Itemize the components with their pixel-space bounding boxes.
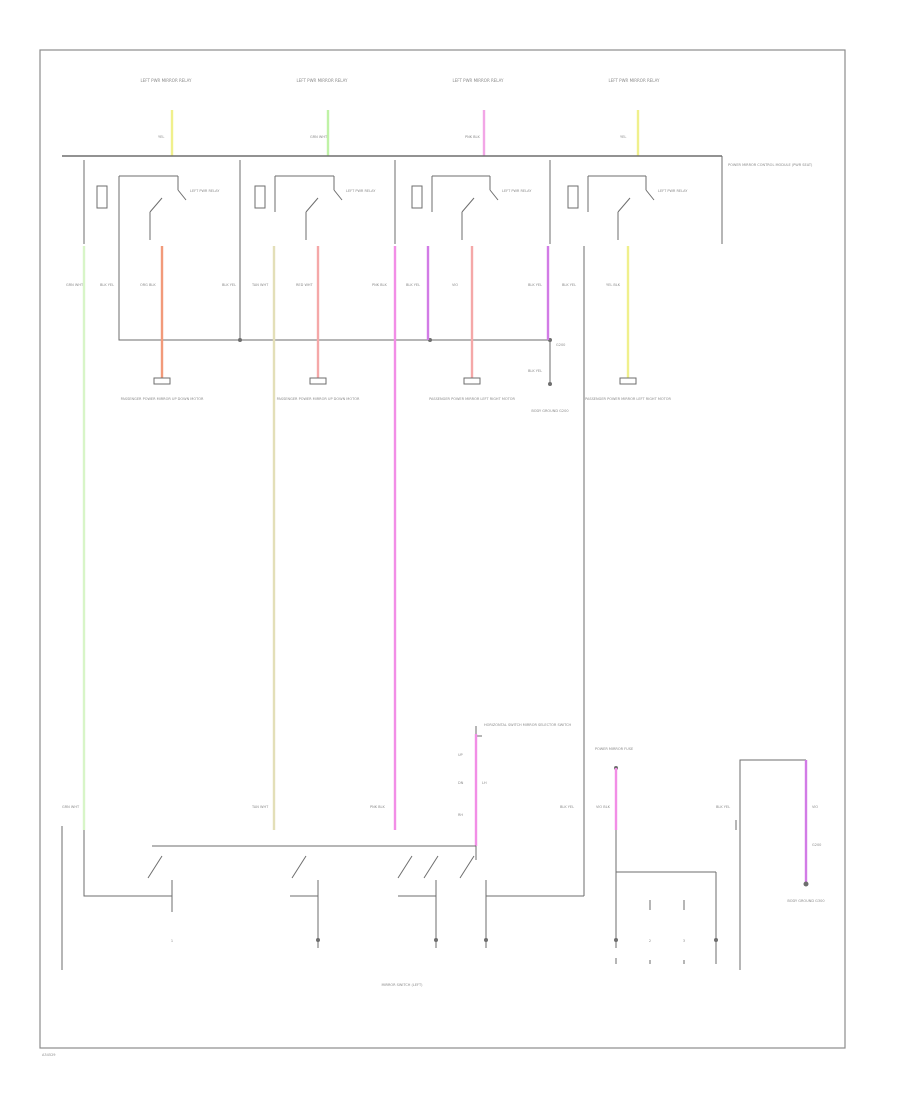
component-3: PASSENGER POWER MIRROR LEFT RIGHT MOTOR xyxy=(429,377,515,401)
source-label-3: LEFT PWR MIRROR RELAY xyxy=(452,78,504,83)
switch-contact-5 xyxy=(459,855,475,879)
lower-wire-label-5: VIO BLK xyxy=(596,805,611,809)
lower-wire-label-6: BLK YEL xyxy=(716,805,730,809)
relay-coil-3 xyxy=(411,185,423,209)
source-2-wire-color: GRN WHT xyxy=(310,135,328,139)
relay-2-label: LEFT PWR RELAY xyxy=(346,189,376,193)
mid-wire-label-9: VIO xyxy=(452,283,458,287)
source-label-4: LEFT PWR MIRROR RELAY xyxy=(608,78,660,83)
relay-contacts-3 xyxy=(431,175,499,213)
lower-wire-label-2: TAN WHT xyxy=(251,805,269,809)
switch-contact-2 xyxy=(291,855,307,879)
right-ground-label: BODY GROUND G300 xyxy=(787,899,824,903)
selector-switch-note: HORIZONTAL SWITCH MIRROR SELECTOR SWITCH xyxy=(484,723,572,727)
figure-number: A34529 xyxy=(42,1053,56,1057)
source-label-1: LEFT PWR MIRROR RELAY xyxy=(140,78,192,83)
source-1-name: LEFT PWR MIRROR RELAY xyxy=(140,78,192,83)
mid-wire-label-12: YEL BLK xyxy=(606,283,621,287)
selector-pin-2: DN xyxy=(458,781,464,785)
relay-3-label: LEFT PWR RELAY xyxy=(502,189,532,193)
switch-contact-3 xyxy=(397,855,413,879)
component-2-label: PASSENGER POWER MIRROR UP DOWN MOTOR xyxy=(277,397,360,401)
component-5-connector xyxy=(619,377,637,385)
relay-coil-4 xyxy=(567,185,579,209)
right-ground-path xyxy=(739,759,806,970)
selector-pin-1: UP xyxy=(458,753,463,757)
relay-group-1: LEFT PWR RELAY xyxy=(96,175,220,213)
source-label-2: LEFT PWR MIRROR RELAY xyxy=(296,78,348,83)
component-5: PASSENGER POWER MIRROR LEFT RIGHT MOTOR xyxy=(585,377,671,401)
component-1: PASSENGER POWER MIRROR UP DOWN MOTOR xyxy=(121,377,204,401)
selector-pin-4: RH xyxy=(458,813,463,817)
selector-pin-3: LH xyxy=(482,781,487,785)
mid-wire-label-10: BLK YEL xyxy=(528,283,542,287)
relay-contacts-2 xyxy=(274,175,343,213)
switch-terminal-3 xyxy=(484,938,488,942)
relay-coil-1 xyxy=(96,185,108,209)
source-3-name: LEFT PWR MIRROR RELAY xyxy=(452,78,504,83)
relay-group-2: LEFT PWR RELAY xyxy=(254,175,376,213)
relay-4-label: LEFT PWR RELAY xyxy=(658,189,688,193)
source-2-name: LEFT PWR MIRROR RELAY xyxy=(296,78,348,83)
source-4-name: LEFT PWR MIRROR RELAY xyxy=(608,78,660,83)
component-2: PASSENGER POWER MIRROR UP DOWN MOTOR xyxy=(277,377,360,401)
mirror-switch-frame xyxy=(61,826,717,970)
component-5-label: PASSENGER POWER MIRROR LEFT RIGHT MOTOR xyxy=(585,397,671,401)
relay-1-label: LEFT PWR RELAY xyxy=(190,189,220,193)
ground-wire-label: BLK YEL xyxy=(528,369,542,373)
fuse-label: POWER MIRROR FUSE xyxy=(595,747,633,751)
mid-wire-label-4: BLK YEL xyxy=(222,283,236,287)
right-module-label: POWER MIRROR CONTROL MODULE (PWR SEAT) xyxy=(728,163,813,167)
mid-wire-label-3: ORG BLK xyxy=(140,283,156,287)
switch-pin-3: 3 xyxy=(683,939,685,943)
switch-pin-2: 2 xyxy=(649,939,651,943)
right-ground-dot xyxy=(803,881,809,887)
component-2-connector xyxy=(309,377,327,385)
mid-wire-label-2: BLK YEL xyxy=(100,283,114,287)
switch-terminal-1 xyxy=(316,938,320,942)
diagram-frame xyxy=(39,49,846,1049)
ground-dot xyxy=(548,382,552,386)
mirror-switch: 1 2 3 MIRROR SWITCH (LEFT) xyxy=(61,826,718,987)
lower-wire-label-7: VIO xyxy=(812,805,818,809)
mid-wire-label-6: RED WHT xyxy=(296,283,314,287)
mid-wire-label-5: TAN WHT xyxy=(251,283,269,287)
source-4-wire-color: YEL xyxy=(620,135,626,139)
switch-terminal-5 xyxy=(714,938,718,942)
mid-wire-label-11: BLK YEL xyxy=(562,283,576,287)
lower-wire-label-3: PNK BLK xyxy=(370,805,385,809)
switch-terminal-2 xyxy=(434,938,438,942)
ground-mark-label: G200 xyxy=(556,343,565,347)
component-1-connector xyxy=(153,377,171,385)
component-3-label: PASSENGER POWER MIRROR LEFT RIGHT MOTOR xyxy=(429,397,515,401)
lower-wire-label-1: GRN WHT xyxy=(62,805,80,809)
relay-contacts-4 xyxy=(587,175,655,213)
relay-coil-2 xyxy=(254,185,266,209)
component-1-label: PASSENGER POWER MIRROR UP DOWN MOTOR xyxy=(121,397,204,401)
mid-wire-label-7: PNK BLK xyxy=(372,283,387,287)
switch-terminal-4 xyxy=(614,938,618,942)
component-4: BODY GROUND G200 xyxy=(531,409,568,413)
lower-wire-label-4: BLK YEL xyxy=(560,805,574,809)
source-1-wire-color: YEL xyxy=(158,135,164,139)
right-ground-mark: G200 xyxy=(812,843,821,847)
switch-pin-1: 1 xyxy=(171,939,173,943)
switch-contact-4 xyxy=(423,855,439,879)
component-4-label: BODY GROUND G200 xyxy=(531,409,568,413)
source-3-wire-color: PNK BLK xyxy=(465,135,480,139)
mid-wire-label-1: GRN WHT xyxy=(66,283,84,287)
module-internal-wires xyxy=(83,160,619,341)
switch-contact-1 xyxy=(147,855,163,879)
component-3-connector xyxy=(463,377,481,385)
mirror-switch-caption: MIRROR SWITCH (LEFT) xyxy=(381,983,423,987)
relay-group-3: LEFT PWR RELAY xyxy=(411,175,532,213)
relay-group-4: LEFT PWR RELAY xyxy=(567,175,688,213)
junction-dot-1 xyxy=(238,338,242,342)
mid-wire-label-8: BLK YEL xyxy=(406,283,420,287)
relay-contacts-1 xyxy=(118,175,187,213)
